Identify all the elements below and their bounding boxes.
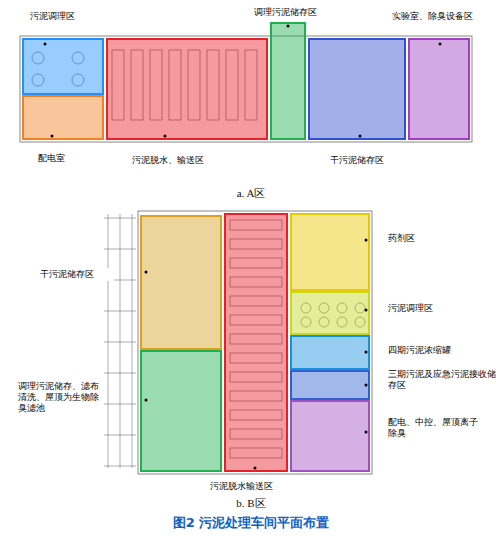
leader-dot [254,467,257,470]
leader-dot [145,271,148,274]
zone-label: 配电室 [36,152,86,165]
leader-dot [44,43,47,46]
figure-caption: 图2 污泥处理车间平面布置 [0,514,502,532]
zone-label: 污泥脱水输送区 [208,480,300,493]
leader-dot [439,43,442,46]
zone-label: 污泥调理区 [386,302,458,315]
zone-label: 三期污泥及应急污泥接收储存区 [386,368,498,392]
zone-label: 污泥调理区 [28,10,100,23]
structure-line [132,214,133,468]
leader-line [288,22,289,26]
structure-line [120,214,121,468]
zone-region: 干污泥储存区 [140,215,222,350]
zone-label: 调理污泥储存、滤布清洗、屋顶为生物除臭滤池 [16,380,102,414]
leader-dot [365,431,368,434]
zone-label: 实验室、除臭设备区 [390,10,498,23]
leader-line [366,385,383,386]
leader-dot [359,135,362,138]
zone-region: 污泥调理区 [22,38,104,95]
leader-line [165,136,166,151]
zone-region: 干污泥储存区 [308,38,406,140]
leader-line [366,240,383,241]
leader-dot [365,309,368,312]
leader-line [45,26,46,44]
zone-label: 调理污泥储存区 [252,6,344,19]
zone-region: 实验室、除臭设备区 [408,38,470,140]
zone-region: 调理污泥储存、滤布清洗、屋顶为生物除臭滤池 [140,350,222,472]
leader-line [366,310,383,311]
leader-line [52,136,53,149]
leader-dot [365,351,368,354]
leader-dot [365,384,368,387]
zone-region: 药剂区 [290,213,370,291]
leader-dot [145,399,148,402]
leader-dot [51,135,54,138]
zone-region: 污泥脱水输送区 [224,213,288,472]
structure-line [108,214,109,468]
subfigure-label: a. A区 [237,186,266,201]
leader-dot [365,239,368,242]
leader-dot [287,25,290,28]
zone-region: 配电室 [22,95,104,140]
zone-region: 污泥脱水、输送区 [106,38,268,140]
leader-dot [164,135,167,138]
zone-label: 干污泥储存区 [38,268,114,281]
leader-line [360,136,361,151]
zone-label: 药剂区 [386,232,436,245]
hall-a-outline [20,36,472,142]
leader-line [105,400,146,401]
subfigure-label: b. B区 [236,496,265,511]
leader-line [366,352,383,353]
leader-line [366,432,383,433]
zone-label: 干污泥储存区 [328,154,406,167]
hall-b-outline [138,211,372,474]
zone-label: 污泥脱水、输送区 [130,154,240,167]
zone-region: 污泥调理区 [290,291,370,335]
zone-label: 配电、中控、屋顶离子除臭 [386,416,482,440]
leader-line [255,468,256,477]
leader-line [117,272,146,273]
zone-label: 四期污泥浓缩罐 [386,344,470,357]
zone-region: 四期污泥浓缩罐 [290,335,370,370]
leader-line [440,26,441,44]
zone-region: 调理污泥储存区 [270,22,306,140]
zone-region: 配电、中控、屋顶离子除臭 [290,400,370,472]
zone-region: 三期污泥及应急污泥接收储存区 [290,370,370,400]
